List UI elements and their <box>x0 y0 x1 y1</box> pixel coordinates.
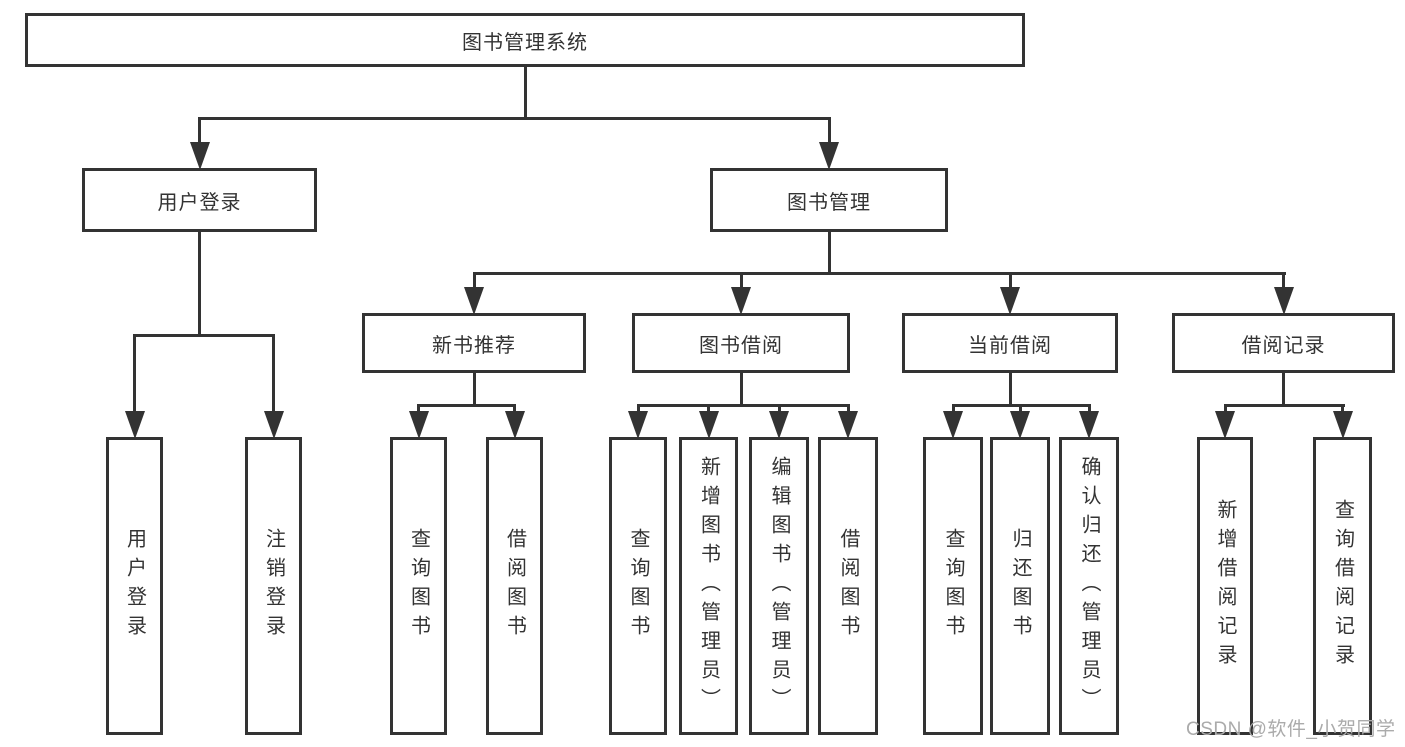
connector-vertical-line <box>1088 405 1091 415</box>
node-label-leaf-borrow-book-2: 借阅图书 <box>837 528 859 644</box>
arrow-down-icon <box>125 411 145 439</box>
arrow-down-icon <box>1274 287 1294 315</box>
arrow-down-icon <box>699 411 719 439</box>
connector-vertical-line <box>637 405 640 415</box>
node-leaf-query-book-1: 查询图书 <box>390 437 447 735</box>
arrow-down-icon <box>819 142 839 170</box>
node-label-leaf-query-book-2: 查询图书 <box>627 528 649 644</box>
arrow-down-icon <box>943 411 963 439</box>
node-leaf-edit-book: 编辑图书（管理员） <box>749 437 809 735</box>
arrow-down-icon <box>838 411 858 439</box>
node-user-login: 用户登录 <box>82 168 317 232</box>
node-leaf-query-record: 查询借阅记录 <box>1313 437 1372 735</box>
node-book-borrow: 图书借阅 <box>632 313 850 373</box>
node-label-leaf-user-login: 用户登录 <box>123 528 146 644</box>
node-label-book-mgmt: 图书管理 <box>787 191 871 214</box>
arrow-down-icon <box>464 287 484 315</box>
arrow-down-icon <box>1000 287 1020 315</box>
connector-vertical-line <box>740 372 743 407</box>
node-root: 图书管理系统 <box>25 13 1025 67</box>
connector-vertical-line <box>1282 372 1285 407</box>
node-label-leaf-add-record: 新增借阅记录 <box>1214 499 1236 673</box>
connector-rail-line <box>1224 404 1345 407</box>
node-label-book-borrow: 图书借阅 <box>699 334 783 357</box>
connector-vertical-line <box>1282 273 1285 291</box>
node-label-new-book-rec: 新书推荐 <box>432 334 516 357</box>
connector-vertical-line <box>778 405 781 415</box>
node-label-leaf-query-book-3: 查询图书 <box>942 528 964 644</box>
node-label-leaf-logout: 注销登录 <box>262 528 285 644</box>
connector-vertical-line <box>740 273 743 291</box>
arrow-down-icon <box>1010 411 1030 439</box>
connector-rail-line <box>133 334 275 337</box>
arrow-down-icon <box>409 411 429 439</box>
node-book-mgmt: 图书管理 <box>710 168 948 232</box>
node-label-leaf-return-book: 归还图书 <box>1009 528 1031 644</box>
arrow-down-icon <box>190 142 210 170</box>
node-leaf-borrow-book-2: 借阅图书 <box>818 437 878 735</box>
connector-vertical-line <box>1009 273 1012 291</box>
node-label-current-borrow: 当前借阅 <box>968 334 1052 357</box>
arrow-down-icon <box>628 411 648 439</box>
node-leaf-user-login: 用户登录 <box>106 437 163 735</box>
connector-rail-line <box>417 404 516 407</box>
connector-vertical-line <box>524 66 527 120</box>
connector-vertical-line <box>952 405 955 415</box>
node-leaf-query-book-3: 查询图书 <box>923 437 983 735</box>
node-label-leaf-borrow-book-1: 借阅图书 <box>503 528 526 644</box>
connector-vertical-line <box>198 231 201 337</box>
connector-vertical-line <box>133 335 136 415</box>
arrow-down-icon <box>769 411 789 439</box>
connector-vertical-line <box>828 118 831 146</box>
arrow-down-icon <box>731 287 751 315</box>
watermark-text: CSDN @软件_小贺同学 <box>1186 719 1396 740</box>
arrow-down-icon <box>505 411 525 439</box>
node-leaf-return-book: 归还图书 <box>990 437 1050 735</box>
connector-vertical-line <box>272 335 275 415</box>
node-leaf-add-record: 新增借阅记录 <box>1197 437 1253 735</box>
connector-vertical-line <box>707 405 710 415</box>
node-label-leaf-query-record: 查询借阅记录 <box>1331 499 1354 673</box>
connector-vertical-line <box>513 405 516 415</box>
node-borrow-record: 借阅记录 <box>1172 313 1395 373</box>
connector-rail-line <box>637 404 850 407</box>
node-leaf-borrow-book-1: 借阅图书 <box>486 437 543 735</box>
connector-vertical-line <box>417 405 420 415</box>
node-label-root: 图书管理系统 <box>462 31 588 54</box>
node-leaf-confirm-return: 确认归还（管理员） <box>1059 437 1119 735</box>
node-label-user-login: 用户登录 <box>157 191 242 214</box>
connector-vertical-line <box>198 118 201 146</box>
connector-vertical-line <box>473 372 476 407</box>
connector-vertical-line <box>1224 405 1227 415</box>
connector-vertical-line <box>473 273 476 291</box>
node-current-borrow: 当前借阅 <box>902 313 1118 373</box>
connector-vertical-line <box>1019 405 1022 415</box>
arrow-down-icon <box>264 411 284 439</box>
connector-rail-line <box>198 117 831 120</box>
node-label-leaf-query-book-1: 查询图书 <box>407 528 430 644</box>
node-label-leaf-edit-book: 编辑图书（管理员） <box>768 455 790 717</box>
node-label-leaf-add-book: 新增图书（管理员） <box>697 455 720 717</box>
node-leaf-add-book: 新增图书（管理员） <box>679 437 738 735</box>
connector-vertical-line <box>828 231 831 275</box>
node-new-book-rec: 新书推荐 <box>362 313 586 373</box>
arrow-down-icon <box>1079 411 1099 439</box>
connector-vertical-line <box>847 405 850 415</box>
node-leaf-query-book-2: 查询图书 <box>609 437 667 735</box>
arrow-down-icon <box>1333 411 1353 439</box>
node-leaf-logout: 注销登录 <box>245 437 302 735</box>
arrow-down-icon <box>1215 411 1235 439</box>
node-label-borrow-record: 借阅记录 <box>1241 334 1326 357</box>
node-label-leaf-confirm-return: 确认归还（管理员） <box>1078 455 1100 717</box>
connector-vertical-line <box>1009 372 1012 407</box>
connector-vertical-line <box>1341 405 1344 415</box>
connector-rail-line <box>473 272 1286 275</box>
